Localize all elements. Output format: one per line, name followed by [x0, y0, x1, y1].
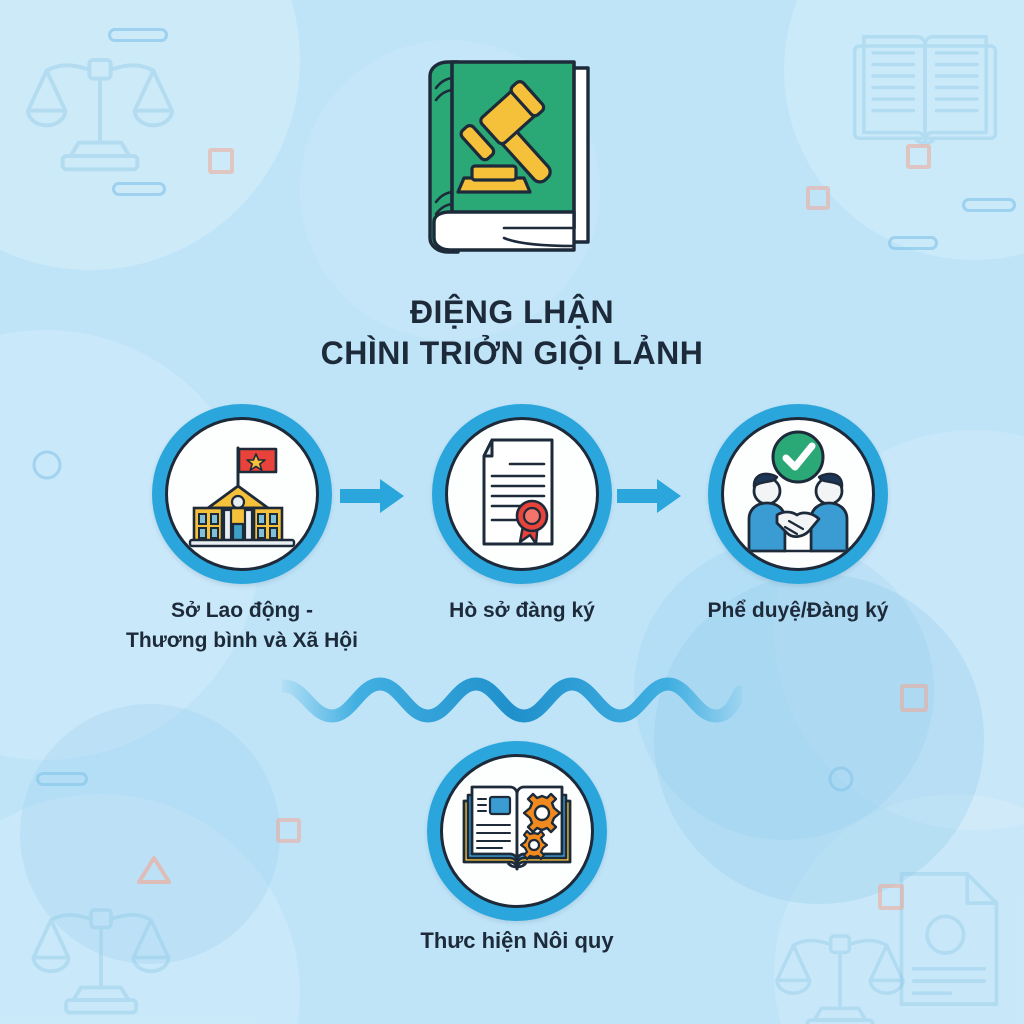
handshake-approved-icon	[733, 429, 863, 560]
scales-of-justice-icon	[26, 880, 176, 1024]
document-icon	[894, 869, 1004, 1014]
step-2-label-line-1: Hò sở đàng ký	[449, 599, 595, 622]
step-1-circle-inner	[165, 417, 319, 571]
step-2-circle-inner	[445, 417, 599, 571]
step-3-circle-inner	[721, 417, 875, 571]
step-3-circle[interactable]	[708, 404, 888, 584]
outcome-node[interactable]	[427, 741, 607, 921]
decor-square	[878, 884, 904, 910]
certificate-document-seal-icon	[470, 434, 574, 555]
hero-illustration	[0, 46, 1024, 273]
outcome-label: Thưc hiện Nôi quy	[420, 928, 614, 953]
open-book-gears-icon	[458, 777, 576, 886]
wavy-line-divider	[277, 662, 747, 738]
process-step-3[interactable]	[708, 404, 888, 584]
decor-pill	[108, 28, 168, 42]
background-blob	[0, 794, 300, 1024]
decor-square	[276, 818, 301, 843]
background-blob	[20, 704, 280, 964]
process-step-1[interactable]	[152, 404, 332, 584]
outcome-circle[interactable]	[427, 741, 607, 921]
step-1-label: Sở Lao động - Thương bình và Xã Hội	[72, 596, 412, 657]
decor-circle-outline	[826, 764, 856, 799]
decor-triangle	[136, 854, 172, 891]
step-1-label-line-1: Sở Lao động -	[170, 599, 314, 622]
title-line-1: ĐIỆNG LHẬN	[409, 294, 615, 330]
government-building-flag-icon	[184, 434, 300, 555]
step-2-label: Hò sở đàng ký	[382, 596, 662, 626]
step-3-label: Phể duyệ/Đàng ký	[648, 596, 948, 626]
process-step-row	[0, 404, 1024, 584]
process-step-2[interactable]	[432, 404, 612, 584]
step-1-label-line-2: Thương bình và Xã Hội	[126, 629, 358, 653]
decor-pill	[36, 772, 88, 786]
process-step-labels: Sở Lao động - Thương bình và Xã Hội Hò s…	[0, 596, 1024, 676]
scales-of-justice-icon	[770, 908, 910, 1024]
background-blob	[774, 794, 1024, 1024]
step-3-label-line-1: Phể duyệ/Đàng ký	[707, 599, 889, 622]
page-title: ĐIỆNG LHẬN CHÌNI TRIỞN GIỘI LẢNH	[0, 292, 1024, 374]
title-line-2: CHÌNI TRIỞN GIỘI LẢNH	[320, 334, 704, 371]
arrow-step1-to-step2	[340, 478, 406, 519]
outcome-circle-inner	[440, 754, 594, 908]
step-2-circle[interactable]	[432, 404, 612, 584]
arrow-step2-to-step3	[617, 478, 683, 519]
law-book-gavel-icon	[412, 46, 612, 273]
step-1-circle[interactable]	[152, 404, 332, 584]
decor-square	[900, 684, 928, 712]
